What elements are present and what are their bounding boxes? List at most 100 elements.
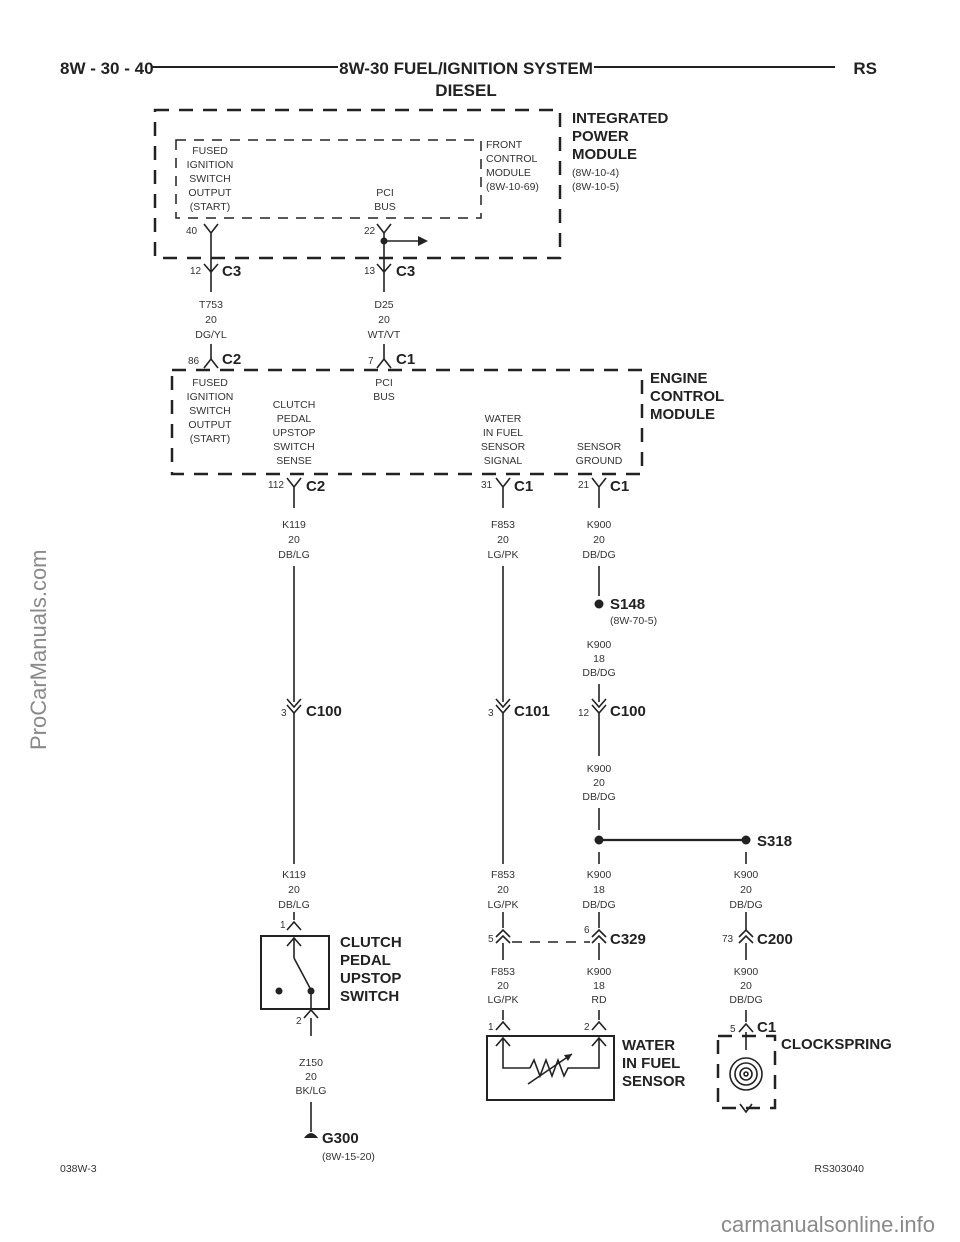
svg-text:20: 20 (740, 884, 752, 896)
svg-text:CONTROL: CONTROL (486, 153, 537, 165)
svg-text:PEDAL: PEDAL (340, 952, 391, 969)
svg-text:ENGINE: ENGINE (650, 370, 708, 387)
svg-text:D25: D25 (374, 299, 393, 311)
svg-text:20: 20 (288, 534, 300, 546)
svg-text:MODULE: MODULE (572, 146, 637, 163)
fcm-outline (175, 139, 482, 219)
svg-text:20: 20 (378, 314, 390, 326)
svg-text:(8W-10-4): (8W-10-4) (572, 167, 619, 179)
clutch-switch-box (260, 935, 330, 1010)
wire-k900-rd-label: K900 18 RD (587, 966, 612, 1006)
svg-text:73: 73 (722, 934, 734, 945)
svg-text:WATER: WATER (622, 1037, 675, 1054)
svg-text:K900: K900 (587, 639, 612, 651)
wire-k119-bot-label: K119 20 DB/LG (278, 869, 310, 911)
wire-k900-right-label: K900 20 DB/DG (729, 869, 762, 911)
svg-text:3: 3 (488, 708, 494, 719)
svg-text:F853: F853 (491, 519, 515, 531)
svg-text:CONTROL: CONTROL (650, 388, 724, 405)
svg-text:CLUTCH: CLUTCH (340, 934, 402, 951)
svg-text:DB/LG: DB/LG (278, 899, 310, 911)
svg-text:IN FUEL: IN FUEL (622, 1055, 680, 1072)
side-watermark: ProCarManuals.com (26, 549, 51, 750)
g300-ref: (8W-15-20) (322, 1151, 375, 1163)
svg-text:1: 1 (280, 920, 286, 931)
c3-right-label: C3 (396, 263, 415, 280)
svg-text:K900: K900 (587, 869, 612, 881)
clutch-switch-title: CLUTCH PEDAL UPSTOP SWITCH (340, 934, 402, 1005)
svg-text:T753: T753 (199, 299, 223, 311)
svg-text:MODULE: MODULE (486, 167, 531, 179)
wire-k900-18b-label: K900 18 DB/DG (582, 869, 615, 911)
svg-text:OUTPUT: OUTPUT (188, 419, 232, 431)
svg-text:WATER: WATER (485, 413, 522, 425)
ipm-outline (153, 108, 562, 260)
svg-text:7: 7 (368, 356, 374, 367)
svg-text:IN FUEL: IN FUEL (483, 427, 523, 439)
s148-ref: (8W-70-5) (610, 615, 657, 627)
page-title: 8W-30 FUEL/IGNITION SYSTEM (339, 59, 593, 78)
svg-text:DB/DG: DB/DG (729, 994, 762, 1006)
c100a-label: C100 (306, 703, 342, 720)
clockspring-c1-label: C1 (757, 1019, 776, 1036)
svg-text:12: 12 (190, 266, 202, 277)
svg-text:K119: K119 (282, 519, 306, 531)
svg-text:20: 20 (497, 534, 509, 546)
svg-text:2: 2 (584, 1022, 590, 1033)
svg-text:20: 20 (740, 980, 752, 992)
ecm-wif-signal-label: WATER IN FUEL SENSOR SIGNAL (481, 413, 526, 467)
svg-text:5: 5 (730, 1024, 736, 1035)
svg-text:F853: F853 (491, 966, 515, 978)
svg-text:IGNITION: IGNITION (187, 159, 234, 171)
svg-text:20: 20 (593, 534, 605, 546)
svg-text:18: 18 (593, 653, 605, 665)
c100b-label: C100 (610, 703, 646, 720)
ipm-pci-bus-label: PCI BUS (374, 187, 396, 213)
page-subtitle: DIESEL (435, 81, 496, 100)
header-code: RS (853, 59, 877, 78)
pci-bus-arrow-icon (418, 236, 428, 246)
svg-text:K900: K900 (734, 966, 759, 978)
clutch-pin1-connector (286, 920, 302, 931)
svg-text:SIGNAL: SIGNAL (484, 455, 523, 467)
svg-text:31: 31 (481, 480, 493, 491)
svg-text:FRONT: FRONT (486, 139, 523, 151)
svg-text:SENSOR: SENSOR (622, 1073, 686, 1090)
svg-text:20: 20 (497, 884, 509, 896)
svg-text:K900: K900 (587, 763, 612, 775)
svg-text:MODULE: MODULE (650, 406, 715, 423)
wif-sensor-box (486, 1035, 615, 1101)
c329-connector (495, 928, 607, 944)
wire-f853-bot-label: F853 20 LG/PK (488, 869, 519, 911)
svg-text:K119: K119 (282, 869, 306, 881)
svg-text:CLUTCH: CLUTCH (273, 399, 316, 411)
ecm-c2-label: C2 (222, 351, 241, 368)
svg-text:INTEGRATED: INTEGRATED (572, 110, 669, 127)
s318-splice-dot (741, 835, 751, 845)
svg-text:5: 5 (488, 934, 494, 945)
svg-text:SENSOR: SENSOR (577, 441, 622, 453)
ecm-c1-connector (376, 357, 392, 369)
variable-arrow-icon (564, 1054, 572, 1061)
svg-text:IGNITION: IGNITION (187, 391, 234, 403)
s318-label: S318 (757, 833, 792, 850)
svg-text:LG/PK: LG/PK (488, 899, 519, 911)
svg-text:18: 18 (593, 884, 605, 896)
wire-f853-sensor-label: F853 20 LG/PK (488, 966, 519, 1006)
wire-k900-18-label: K900 18 DB/DG (582, 639, 615, 679)
wif-pin2-connector (591, 1020, 607, 1031)
clockspring-title: CLOCKSPRING (781, 1036, 892, 1053)
wire-k900-clock-label: K900 20 DB/DG (729, 966, 762, 1006)
ipm-pin-fused: 40 (186, 226, 198, 237)
svg-text:PCI: PCI (375, 377, 393, 389)
svg-text:POWER: POWER (572, 128, 629, 145)
svg-text:SWITCH: SWITCH (189, 405, 230, 417)
s148-label: S148 (610, 596, 645, 613)
ecm-sensor-ground-label: SENSOR GROUND (576, 441, 623, 467)
svg-text:Z150: Z150 (299, 1057, 323, 1069)
wire-f853-top-label: F853 20 LG/PK (488, 519, 519, 561)
ecm-out-ground (591, 477, 607, 508)
svg-text:13: 13 (364, 266, 376, 277)
svg-text:SWITCH: SWITCH (189, 173, 230, 185)
